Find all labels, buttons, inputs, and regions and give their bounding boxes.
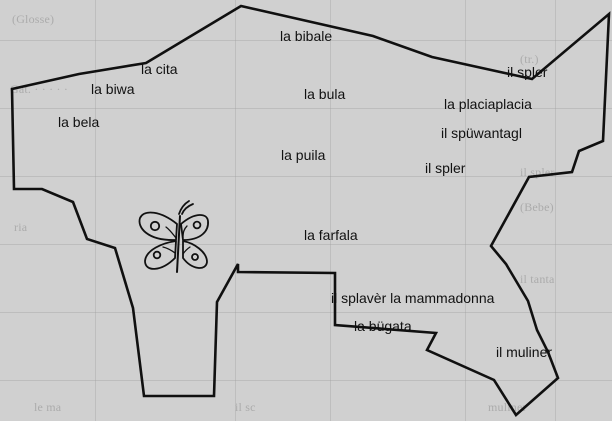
map-outline [10, 4, 611, 417]
label-la-cita: la cita [141, 61, 178, 77]
label-la-puila: la puila [281, 147, 326, 163]
label-la-biwa: la biwa [91, 81, 135, 97]
label-la-farfala: la farfala [304, 227, 358, 243]
label-la-bula: la bula [304, 86, 346, 102]
label-il-splaver-la-mammadonna: il splavèr la mammadonna [331, 290, 495, 306]
butterfly-icon [138, 200, 209, 273]
label-il-spler-1: il spler [507, 64, 548, 80]
label-la-bibale: la bibale [280, 28, 333, 44]
label-la-placiaplacia: la placiaplacia [444, 96, 532, 112]
label-la-bela: la bela [58, 114, 100, 130]
label-il-spuwantagl: il spüwantagl [441, 125, 522, 141]
label-il-muliner: il muliner [496, 344, 553, 360]
label-la-bugata: la bügata [354, 318, 412, 334]
label-il-spler-2: il spler [425, 160, 466, 176]
